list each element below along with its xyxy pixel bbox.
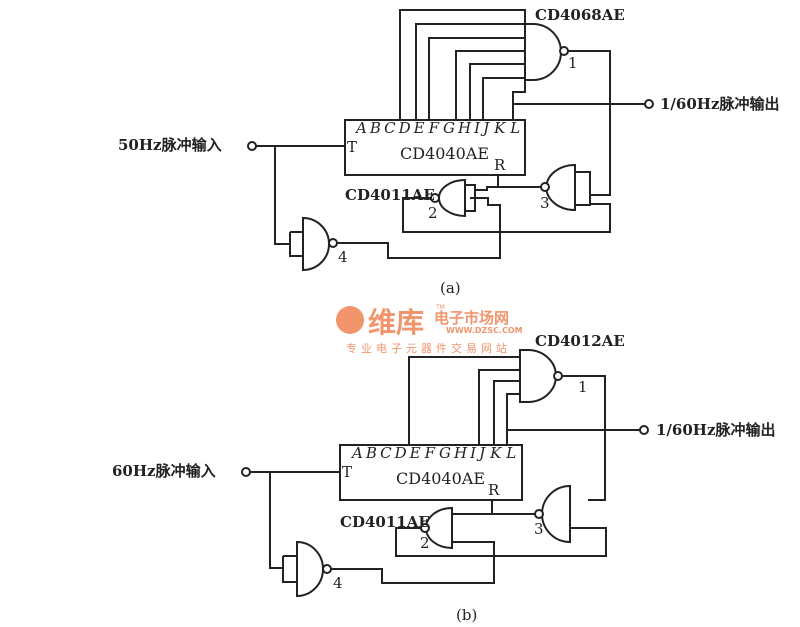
clock-pin-a: T (347, 138, 357, 156)
gate-3-input-tie-a (575, 171, 591, 206)
caption-a: (a) (440, 279, 461, 297)
nand-gate-1-b (519, 349, 557, 403)
wire-input-branch-a (274, 146, 290, 245)
reset-pin-a: R (494, 156, 506, 174)
output-terminal-a[interactable] (644, 99, 654, 109)
wire-k-b (493, 380, 520, 445)
watermark: 维库 电子市场网 TM WWW.DZSC.COM 专业电子元器件交易网站 (336, 304, 523, 355)
watermark-tm: TM (435, 304, 445, 311)
nand-gate-4-a (302, 216, 330, 272)
nand-gate-4-b (296, 540, 324, 598)
gate-chip-label-b: CD4011AE (340, 513, 430, 531)
gate-1-number-b: 1 (578, 378, 588, 396)
wire-g1-out-a (568, 50, 611, 196)
wire-g3-out-a (475, 186, 545, 191)
gate-2-number-b: 2 (420, 534, 430, 552)
gate-1-bubble-a (559, 46, 569, 56)
output-label-b: 1/60Hz脉冲输出 (656, 421, 775, 439)
clock-pin-b: T (342, 463, 352, 481)
counter-chip-label-b: CD4040AE (396, 469, 485, 488)
wire-e-b (408, 356, 520, 445)
gate-4-input-tie-a (289, 232, 303, 257)
wire-input-branch-b (269, 472, 283, 569)
watermark-tagline: 专业电子元器件交易网站 (346, 341, 511, 355)
counter-chip-a (344, 119, 526, 176)
gate-chip-label-a: CD4011AE (345, 186, 435, 204)
caption-b: (b) (456, 606, 477, 624)
wire-l-a (512, 78, 526, 120)
output-terminal-b[interactable] (639, 425, 649, 435)
wire-h-a (455, 50, 525, 120)
input-label-a: 50Hz脉冲输入 (118, 136, 222, 154)
wire-j-a (482, 77, 525, 120)
output-label-a: 1/60Hz脉冲输出 (660, 95, 779, 113)
wire-i-a (469, 63, 525, 120)
gate-4-number-a: 4 (338, 248, 348, 266)
gate-3-bubble-a (540, 182, 550, 192)
watermark-logo-icon (336, 306, 364, 334)
gate-2-input-tie-a (465, 184, 476, 212)
nand-gate-2-a (438, 178, 466, 218)
decoder-chip-label-b: CD4012AE (535, 332, 625, 350)
gate-3-bubble-b (534, 509, 544, 519)
wire-g2-out-b (395, 527, 607, 557)
watermark-url: WWW.DZSC.COM (446, 326, 523, 335)
gate-4-bubble-a (328, 238, 338, 248)
reset-pin-b: R (488, 481, 500, 499)
wire-g1-out-b (562, 375, 606, 501)
counter-chip-label-a: CD4040AE (400, 144, 489, 163)
watermark-brand: 维库 (368, 306, 424, 339)
nand-gate-1-a (524, 23, 562, 81)
wire-j-b (478, 369, 520, 445)
gate-3-number-b: 3 (534, 520, 544, 538)
input-terminal-a[interactable] (247, 141, 257, 151)
gate-1-bubble-b (553, 371, 563, 381)
gate-4-bubble-b (322, 564, 332, 574)
wire-g2-out-a (402, 197, 611, 233)
gate-1-number-a: 1 (568, 54, 578, 72)
wire-g4-out-b (331, 541, 495, 584)
decoder-chip-label-a: CD4068AE (535, 6, 625, 24)
wire-f-a (428, 37, 525, 120)
wire-d-a (399, 9, 526, 120)
watermark-brand-suffix: 电子市场网 (434, 309, 509, 327)
gate-2-number-a: 2 (428, 204, 438, 222)
wire-e-a (415, 23, 525, 120)
gate-4-input-tie-b (282, 555, 297, 583)
input-terminal-b[interactable] (241, 467, 251, 477)
gate-3-number-a: 3 (540, 194, 550, 212)
wire-l-b (506, 393, 520, 445)
nand-gate-3-b (541, 484, 571, 544)
input-label-b: 60Hz脉冲输入 (112, 462, 216, 480)
gate-4-number-b: 4 (333, 574, 343, 592)
nand-gate-3-a (545, 163, 576, 212)
